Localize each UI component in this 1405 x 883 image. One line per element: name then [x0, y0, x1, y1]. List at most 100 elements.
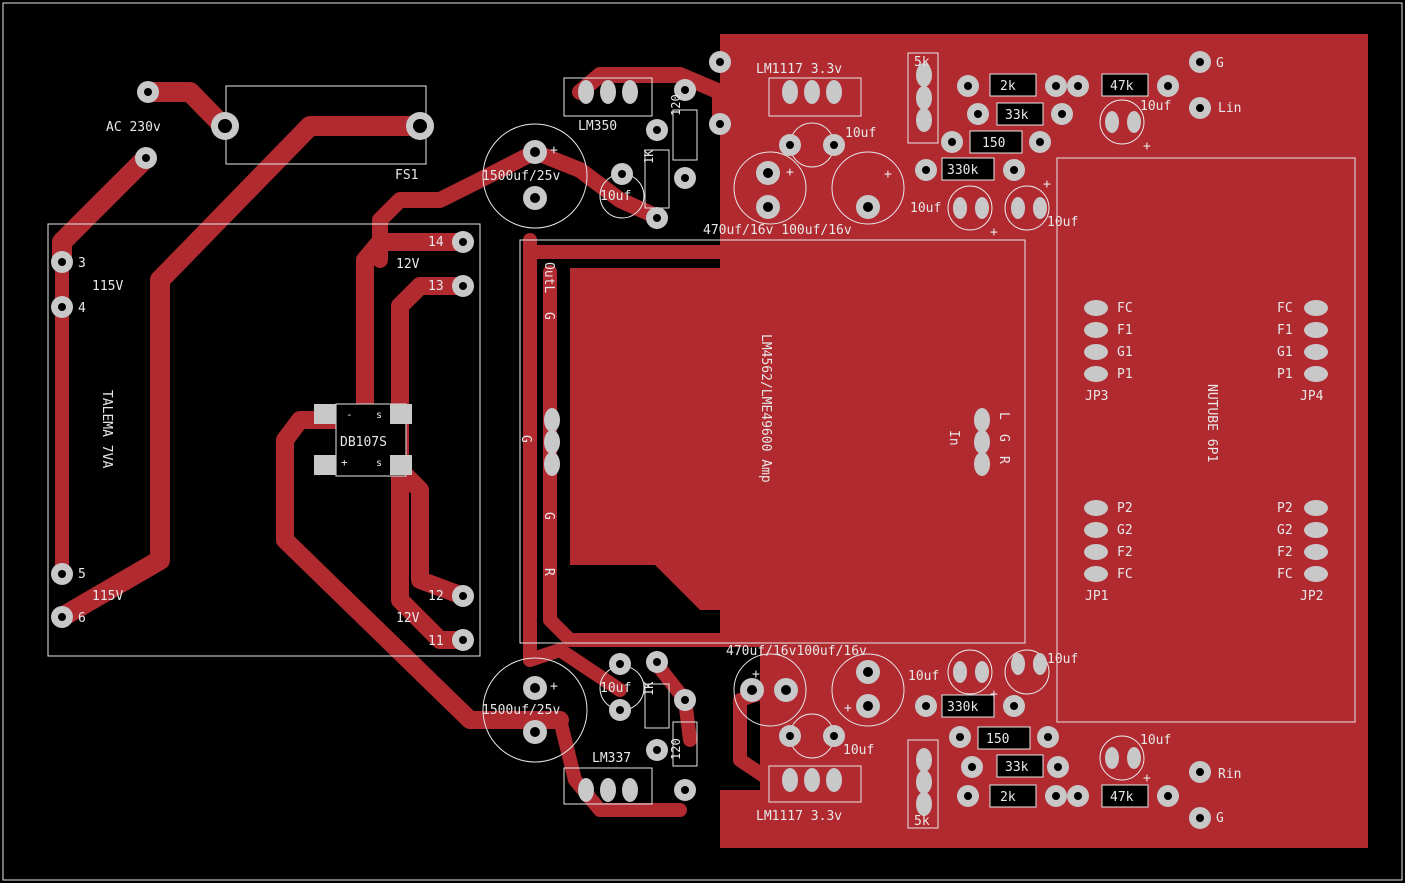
cap-100-bottom-outline	[831, 653, 905, 727]
jp2-pin-2: G2	[1277, 523, 1293, 538]
plus-cap-10-e: +	[990, 225, 998, 240]
jumper-pad	[1304, 300, 1328, 316]
drill-hole	[530, 683, 540, 693]
tube-outline	[1056, 157, 1356, 723]
oval-pad	[804, 768, 820, 792]
drill-hole	[1052, 82, 1060, 90]
tap-115-bottom-label: 115V	[92, 589, 123, 604]
jumper-pad	[1084, 500, 1108, 516]
cap-1500-bottom-outline	[482, 657, 588, 763]
bridge-pads	[314, 404, 412, 475]
reg-bottom-label: LM337	[592, 751, 631, 766]
drill-hole	[964, 82, 972, 90]
labels: AC 230v FS1 3 4 5 6 115V 115V TALEMA 7VA…	[78, 55, 1324, 829]
oval-pad	[974, 430, 990, 454]
drill-hole	[1044, 733, 1052, 741]
drill-hole	[616, 660, 624, 668]
pot-top-outline	[907, 52, 939, 144]
cap-10uf-g-outline	[947, 649, 993, 695]
in-r-label: R	[996, 456, 1011, 464]
oval-pad	[544, 452, 560, 476]
cap-1500-bottom-label: 1500uf/25v	[482, 703, 560, 718]
pin-6-label: 6	[78, 611, 86, 626]
res-150-bottom-outline	[977, 726, 1031, 750]
plus-cap-10-j: +	[1143, 771, 1151, 786]
drill-hole	[716, 120, 724, 128]
reg-bottom-outline	[563, 767, 653, 805]
drill-hole	[530, 727, 540, 737]
g-bottom-label: G	[1216, 811, 1224, 826]
drill-hole	[1054, 763, 1062, 771]
plus-cap-100-bottom: +	[844, 701, 852, 716]
drill-hole	[922, 702, 930, 710]
pin-14-label: 14	[428, 235, 444, 250]
jumper-pad	[1084, 344, 1108, 360]
cap-10uf-i-label: 10uf	[1140, 99, 1171, 114]
drill-hole	[58, 613, 66, 621]
jp2-pin-1: P2	[1277, 501, 1293, 516]
jumper-pad	[1084, 366, 1108, 382]
amp-outline	[519, 239, 1026, 644]
drill-hole	[1058, 110, 1066, 118]
plus-cap-100-top: +	[884, 167, 892, 182]
jp3-pin-2: F1	[1117, 323, 1133, 338]
plus-cap-1500-bottom: +	[550, 679, 558, 694]
jumper-pad	[1304, 366, 1328, 382]
res-33k-bottom-label: 33k	[1005, 760, 1029, 775]
drill-hole	[956, 733, 964, 741]
drill-hole	[786, 141, 794, 149]
drill-hole	[830, 141, 838, 149]
oval-pad	[578, 80, 594, 104]
jp4-pin-4: P1	[1277, 367, 1293, 382]
drill-hole	[459, 636, 467, 644]
drill-hole	[459, 238, 467, 246]
jp3-pin-3: G1	[1117, 345, 1133, 360]
res-1k-bottom-outline	[644, 683, 670, 729]
pot-bottom-outline	[907, 739, 939, 829]
drill-hole	[1010, 166, 1018, 174]
oval-pad	[544, 430, 560, 454]
drill-hole	[1052, 792, 1060, 800]
in-l-label: L	[996, 412, 1011, 420]
drill-hole	[1196, 58, 1204, 66]
drill-hole	[1074, 82, 1082, 90]
jp1-pin-3: F2	[1117, 545, 1133, 560]
tap-12-top-label: 12V	[396, 257, 420, 272]
ldo-top-label: LM1117 3.3v	[756, 62, 842, 77]
cap-10uf-e-outline	[947, 185, 993, 231]
cap-10uf-g-label: 10uf	[908, 669, 939, 684]
drill-hole	[1196, 768, 1204, 776]
cap-10uf-e-label: 10uf	[910, 201, 941, 216]
res-330k-bottom-outline	[941, 694, 995, 718]
res-33k-top-label: 33k	[1005, 108, 1029, 123]
jp3-pin-4: P1	[1117, 367, 1133, 382]
amp-copper-pad	[570, 268, 905, 610]
tap-12-bottom-label: 12V	[396, 611, 420, 626]
res-150-top-outline	[969, 130, 1023, 154]
res-47k-top-outline	[1101, 73, 1149, 97]
drill-hole	[781, 685, 791, 695]
jp4-pin-3: G1	[1277, 345, 1293, 360]
cap-10uf-c-label: 10uf	[845, 126, 876, 141]
in-g-label: G	[996, 434, 1011, 442]
fuse-label: FS1	[395, 168, 418, 183]
cap-10uf-i-outline	[1099, 99, 1145, 145]
drill-hole	[763, 168, 773, 178]
drill-hole	[58, 570, 66, 578]
res-120-top-outline	[672, 109, 698, 161]
plus-cap-1500-top: +	[550, 143, 558, 158]
cap-pad	[1127, 747, 1141, 769]
bridge-label: DB107S	[340, 435, 387, 450]
drill-hole	[716, 58, 724, 66]
out-g-bot-label: G	[541, 512, 556, 520]
rin-label: Rin	[1218, 767, 1241, 782]
cap-pad	[1011, 197, 1025, 219]
plus-cap-10-i: +	[1143, 139, 1151, 154]
jumper-pad	[1084, 322, 1108, 338]
drill-hole	[863, 202, 873, 212]
cap-pad	[1011, 653, 1025, 675]
ldo-bottom-outline	[768, 765, 862, 803]
g-top-label: G	[1216, 56, 1224, 71]
oval-pad	[782, 80, 798, 104]
res-330k-top-outline	[941, 157, 995, 181]
